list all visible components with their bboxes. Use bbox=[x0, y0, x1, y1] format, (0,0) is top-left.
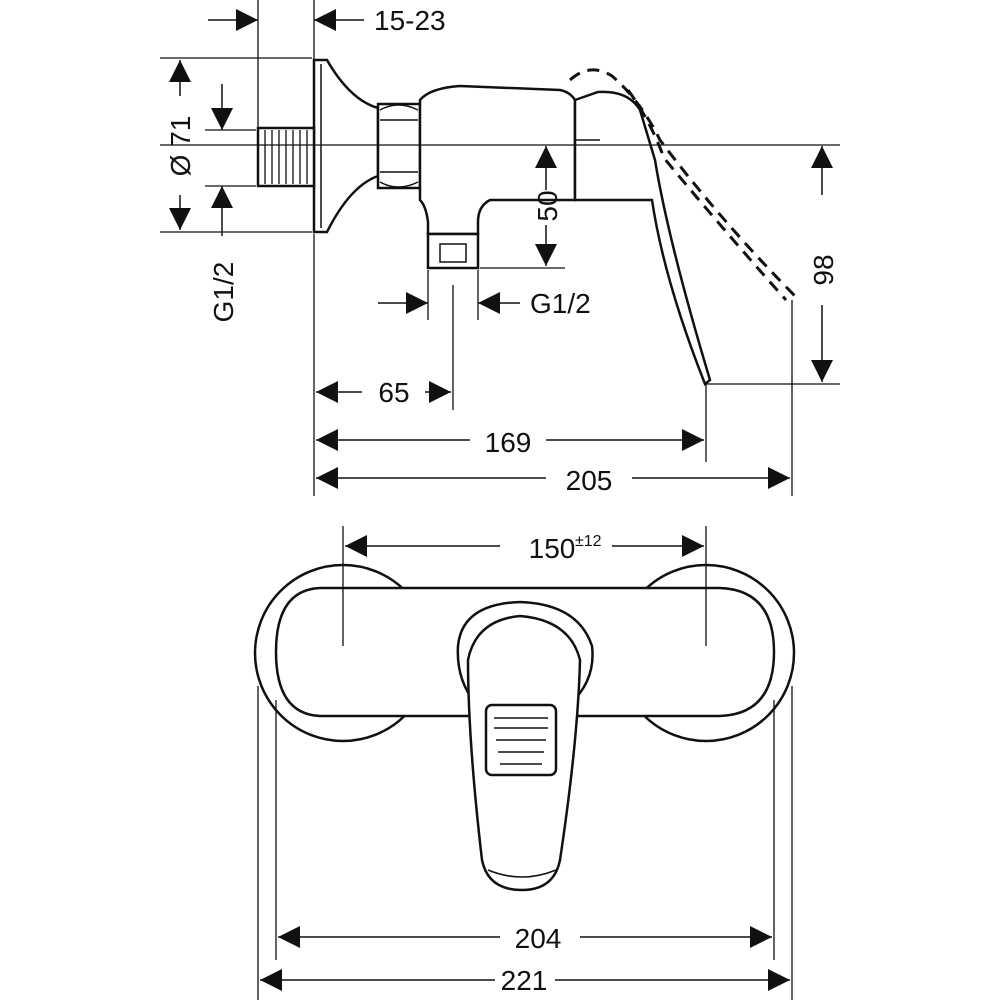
outlet bbox=[426, 232, 480, 270]
dim-inlet-thread-label: G1/2 bbox=[208, 262, 239, 323]
lever bbox=[573, 90, 712, 387]
side-view-labels: 15-23 Ø 71 G1/2 50 98 G1/2 65 169 205 bbox=[165, 5, 839, 496]
dim-diameter-label: Ø 71 bbox=[165, 116, 196, 177]
dim-wall-depth-label: 15-23 bbox=[374, 5, 446, 36]
dim-lever-height-label: 98 bbox=[808, 254, 839, 285]
dim-outlet-thread-label: G1/2 bbox=[530, 288, 591, 319]
union-nut bbox=[376, 102, 422, 190]
front-view bbox=[253, 526, 796, 1000]
dim-outlet-height-label: 50 bbox=[532, 190, 563, 221]
front-view-labels: 150 ±12 204 221 bbox=[501, 533, 602, 996]
dim-body-width-label: 204 bbox=[515, 923, 562, 954]
dim-centers-tolerance-label: ±12 bbox=[575, 533, 602, 550]
lever-alternate-position bbox=[568, 68, 797, 298]
wall-flange bbox=[312, 58, 380, 234]
mixer-body bbox=[418, 84, 577, 236]
dim-lever-projection-label: 169 bbox=[485, 427, 532, 458]
dim-centers-label: 150 bbox=[529, 533, 576, 564]
side-view bbox=[160, 0, 840, 496]
dim-total-width-label: 221 bbox=[501, 965, 548, 996]
dim-outlet-offset-label: 65 bbox=[378, 377, 409, 408]
dim-total-projection-label: 205 bbox=[566, 465, 613, 496]
